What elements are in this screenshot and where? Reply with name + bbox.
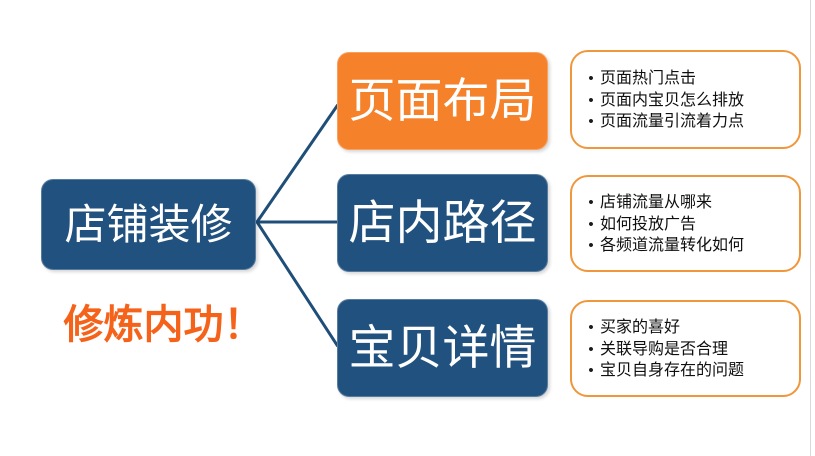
- list-item-label: 各频道流量转化如何: [600, 235, 745, 255]
- bullet-icon: •: [588, 193, 594, 211]
- list-item-label: 店铺流量从哪来: [600, 191, 713, 211]
- connector-to-detail: [254, 219, 340, 348]
- bullet-icon: •: [588, 69, 594, 87]
- list-item: • 宝贝自身存在的问题: [582, 359, 793, 381]
- list-item-label: 页面热门点击: [600, 67, 697, 87]
- bullet-icon: •: [588, 113, 594, 131]
- node-branch-path[interactable]: 店内路径: [337, 174, 548, 272]
- node-branch-detail[interactable]: 宝贝详情: [337, 299, 548, 397]
- bullet-icon: •: [588, 215, 594, 233]
- list-item: • 各频道流量转化如何: [582, 234, 793, 256]
- list-item: • 页面流量引流着力点: [582, 110, 793, 132]
- bullet-icon: •: [588, 237, 594, 255]
- callout-path: • 店铺流量从哪来 • 如何投放广告 • 各频道流量转化如何: [570, 175, 801, 272]
- node-branch-path-label: 店内路径: [348, 195, 537, 251]
- list-item-label: 关联导购是否合理: [600, 338, 729, 358]
- slide-edge-divider: [810, 0, 811, 456]
- bullet-icon: •: [588, 362, 594, 380]
- list-item: • 页面内宝贝怎么排放: [582, 89, 793, 111]
- list-item: • 页面热门点击: [582, 67, 793, 89]
- node-branch-layout[interactable]: 页面布局: [337, 52, 548, 150]
- bullet-icon: •: [588, 91, 594, 109]
- list-item-label: 如何投放广告: [600, 213, 697, 233]
- list-item: • 店铺流量从哪来: [582, 191, 793, 213]
- node-branch-detail-label: 宝贝详情: [348, 320, 537, 376]
- list-item: • 如何投放广告: [582, 213, 793, 235]
- list-item-label: 宝贝自身存在的问题: [600, 360, 745, 380]
- bullet-icon: •: [588, 318, 594, 336]
- slogan-text: 修炼内功！: [63, 302, 264, 348]
- list-item-label: 页面内宝贝怎么排放: [600, 89, 745, 109]
- node-branch-layout-label: 页面布局: [348, 73, 537, 129]
- list-item-label: 页面流量引流着力点: [600, 111, 745, 131]
- node-root-label: 店铺装修: [64, 199, 233, 249]
- node-root[interactable]: 店铺装修: [41, 179, 256, 270]
- bullet-icon: •: [588, 340, 594, 358]
- connector-to-layout: [254, 103, 340, 225]
- callout-detail: • 买家的喜好 • 关联导购是否合理 • 宝贝自身存在的问题: [570, 300, 801, 397]
- list-item: • 买家的喜好: [582, 316, 793, 338]
- list-item-label: 买家的喜好: [600, 316, 681, 336]
- list-item: • 关联导购是否合理: [582, 338, 793, 360]
- callout-layout: • 页面热门点击 • 页面内宝贝怎么排放 • 页面流量引流着力点: [570, 50, 801, 149]
